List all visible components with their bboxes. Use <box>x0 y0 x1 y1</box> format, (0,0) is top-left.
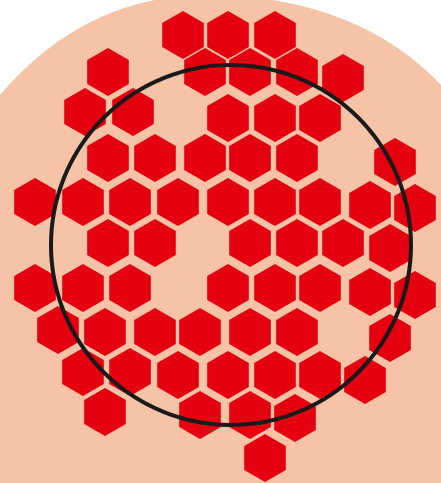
diagram-canvas <box>0 0 441 483</box>
hexagon-cell-diagram <box>0 0 441 483</box>
